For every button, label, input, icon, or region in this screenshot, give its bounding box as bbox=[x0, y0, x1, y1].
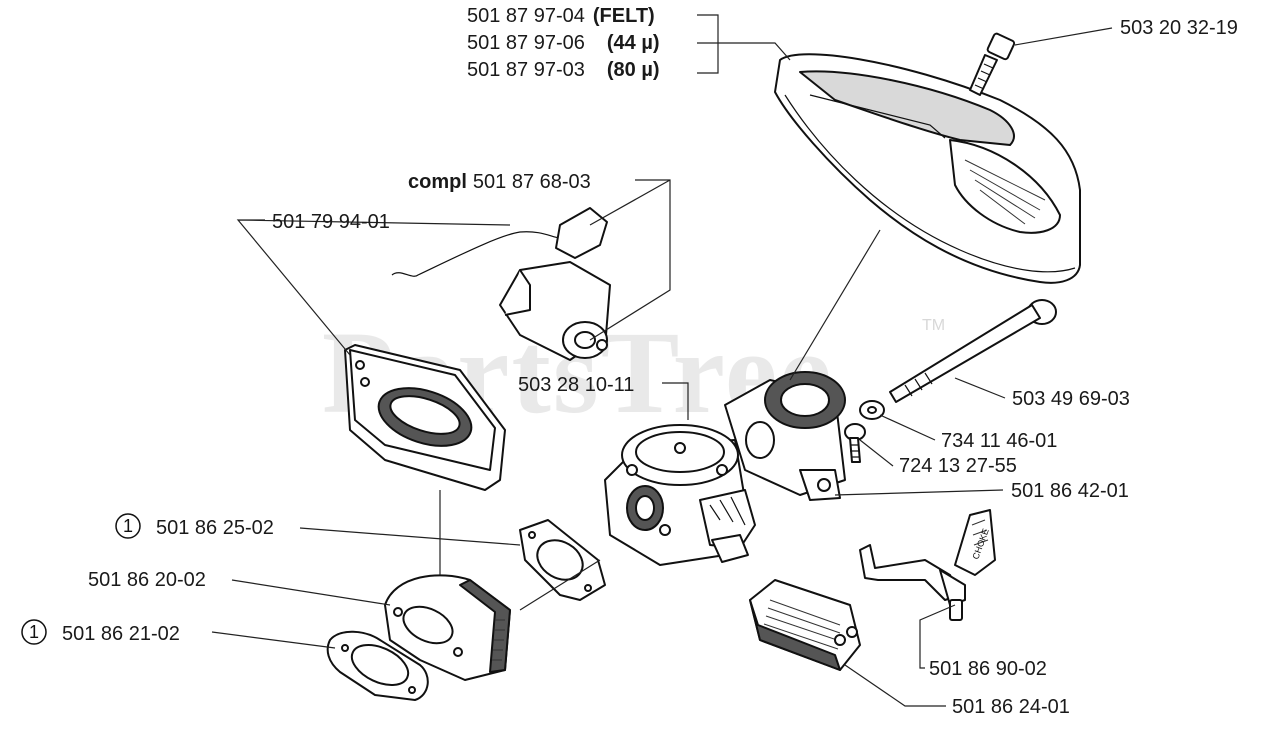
leader-gasket-upper bbox=[299, 527, 521, 546]
leader-air-box bbox=[844, 664, 946, 707]
air-box[interactable] bbox=[749, 579, 861, 671]
intake-flange[interactable] bbox=[384, 574, 511, 681]
label-filter-screw: 503 20 32-19 bbox=[1120, 17, 1238, 39]
label-washer: 734 11 46-01 bbox=[941, 430, 1057, 452]
throttle-lever[interactable] bbox=[391, 207, 611, 361]
label-gasket-lower: 501 86 21-02 bbox=[62, 623, 180, 645]
leader-air-filter bbox=[718, 42, 791, 61]
carb-holder[interactable] bbox=[724, 371, 846, 501]
filter-screw[interactable] bbox=[969, 32, 1016, 96]
leader-air-filter-bracket bbox=[697, 14, 719, 74]
label-long-bolt: 503 49 69-03 bbox=[1012, 388, 1130, 410]
ref-circle-upper bbox=[115, 513, 141, 539]
insulator-plate[interactable] bbox=[344, 344, 506, 491]
label-air-filter-44: 501 87 97-06(44 µ) bbox=[467, 32, 660, 54]
label-choke-lever: 501 86 90-02 bbox=[929, 658, 1047, 680]
leader-gasket-lower bbox=[211, 631, 336, 649]
washer[interactable] bbox=[859, 400, 885, 420]
air-filter-cover[interactable] bbox=[774, 53, 1081, 284]
label-carburetor: 503 28 10-11 bbox=[518, 374, 634, 396]
ref-circle-lower-text: 1 bbox=[29, 622, 39, 642]
label-air-box: 501 86 24-01 bbox=[952, 696, 1070, 718]
gasket-upper[interactable] bbox=[519, 519, 606, 601]
leader-filter-screw bbox=[1014, 27, 1113, 46]
leader-carburetor bbox=[662, 382, 689, 420]
ref-circle-lower bbox=[21, 619, 47, 645]
leader-choke bbox=[919, 604, 956, 669]
leader-washer bbox=[879, 414, 936, 441]
leader-insulator bbox=[236, 219, 511, 356]
label-insulator-plate: 501 79 94-01 bbox=[272, 211, 390, 233]
long-bolt[interactable] bbox=[889, 299, 1057, 403]
label-intake-flange: 501 86 20-02 bbox=[88, 569, 206, 591]
leader-carb-to-cover bbox=[789, 229, 881, 381]
watermark-trademark: TM bbox=[922, 317, 945, 334]
label-air-filter-80: 501 87 97-03(80 µ) bbox=[467, 59, 660, 81]
leader-carb-holder bbox=[834, 489, 1004, 496]
label-carb-holder: 501 86 42-01 bbox=[1011, 480, 1129, 502]
label-small-screw: 724 13 27-55 bbox=[899, 455, 1017, 477]
label-air-filter-felt: 501 87 97-04(FELT) bbox=[467, 5, 655, 27]
choke-lever[interactable]: CHOKE bbox=[859, 509, 996, 621]
leader-intake-flange bbox=[231, 579, 391, 606]
leader-throttle-bracket bbox=[589, 179, 671, 341]
ref-circle-upper-text: 1 bbox=[123, 516, 133, 536]
leader-long-bolt bbox=[954, 377, 1006, 399]
leader-gasket-to-carb bbox=[519, 559, 601, 611]
label-gasket-upper: 501 86 25-02 bbox=[156, 517, 274, 539]
carburetor[interactable] bbox=[604, 424, 756, 566]
gasket-lower[interactable] bbox=[326, 630, 429, 701]
small-screw[interactable] bbox=[844, 423, 866, 463]
leader-small-screw bbox=[859, 439, 894, 467]
